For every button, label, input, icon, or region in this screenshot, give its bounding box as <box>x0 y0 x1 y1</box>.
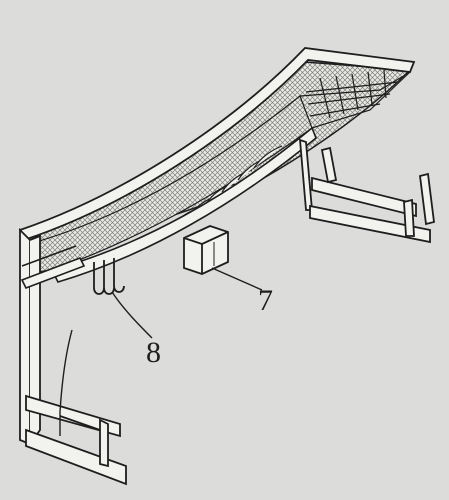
left-leg <box>19 227 127 486</box>
callout-7: 7 <box>258 284 273 317</box>
hooks <box>93 258 125 295</box>
right-basket-grid <box>299 69 411 129</box>
leader-line-7 <box>211 267 263 291</box>
right-leg <box>298 138 435 244</box>
left-rods <box>20 245 86 290</box>
cord <box>59 329 73 436</box>
callout-8: 8 <box>146 336 161 369</box>
leader-line-8 <box>111 291 153 339</box>
utensil-holder <box>183 225 229 275</box>
rack-front-mesh <box>35 95 313 273</box>
